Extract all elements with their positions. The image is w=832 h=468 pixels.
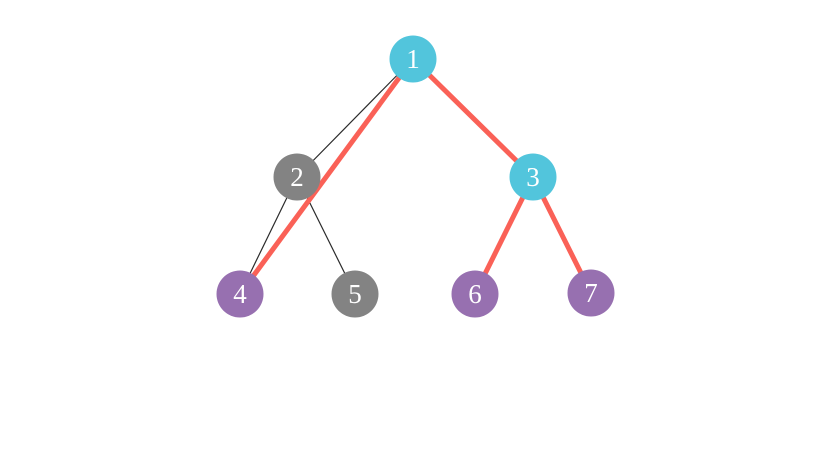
tree-node-6: 6	[451, 270, 499, 318]
tree-edge-1-4	[237, 56, 416, 297]
tree-node-3: 3	[509, 153, 557, 201]
tree-node-circle-4	[216, 270, 264, 318]
tree-edge-1-2	[296, 58, 414, 178]
tree-node-5: 5	[331, 270, 379, 318]
tree-node-circle-5	[331, 270, 379, 318]
tree-edge-1-3	[410, 56, 536, 180]
tree-node-circle-6	[451, 270, 499, 318]
tree-node-circle-7	[567, 269, 615, 317]
tree-node-4: 4	[216, 270, 264, 318]
tree-node-1: 1	[389, 35, 437, 83]
tree-node-2: 2	[273, 153, 321, 201]
tree-node-7: 7	[567, 269, 615, 317]
tree-node-circle-2	[273, 153, 321, 201]
tree-node-circle-1	[389, 35, 437, 83]
tree-node-circle-3	[509, 153, 557, 201]
tree-nodes: 1 2 3 4 5 6 7	[216, 35, 615, 318]
